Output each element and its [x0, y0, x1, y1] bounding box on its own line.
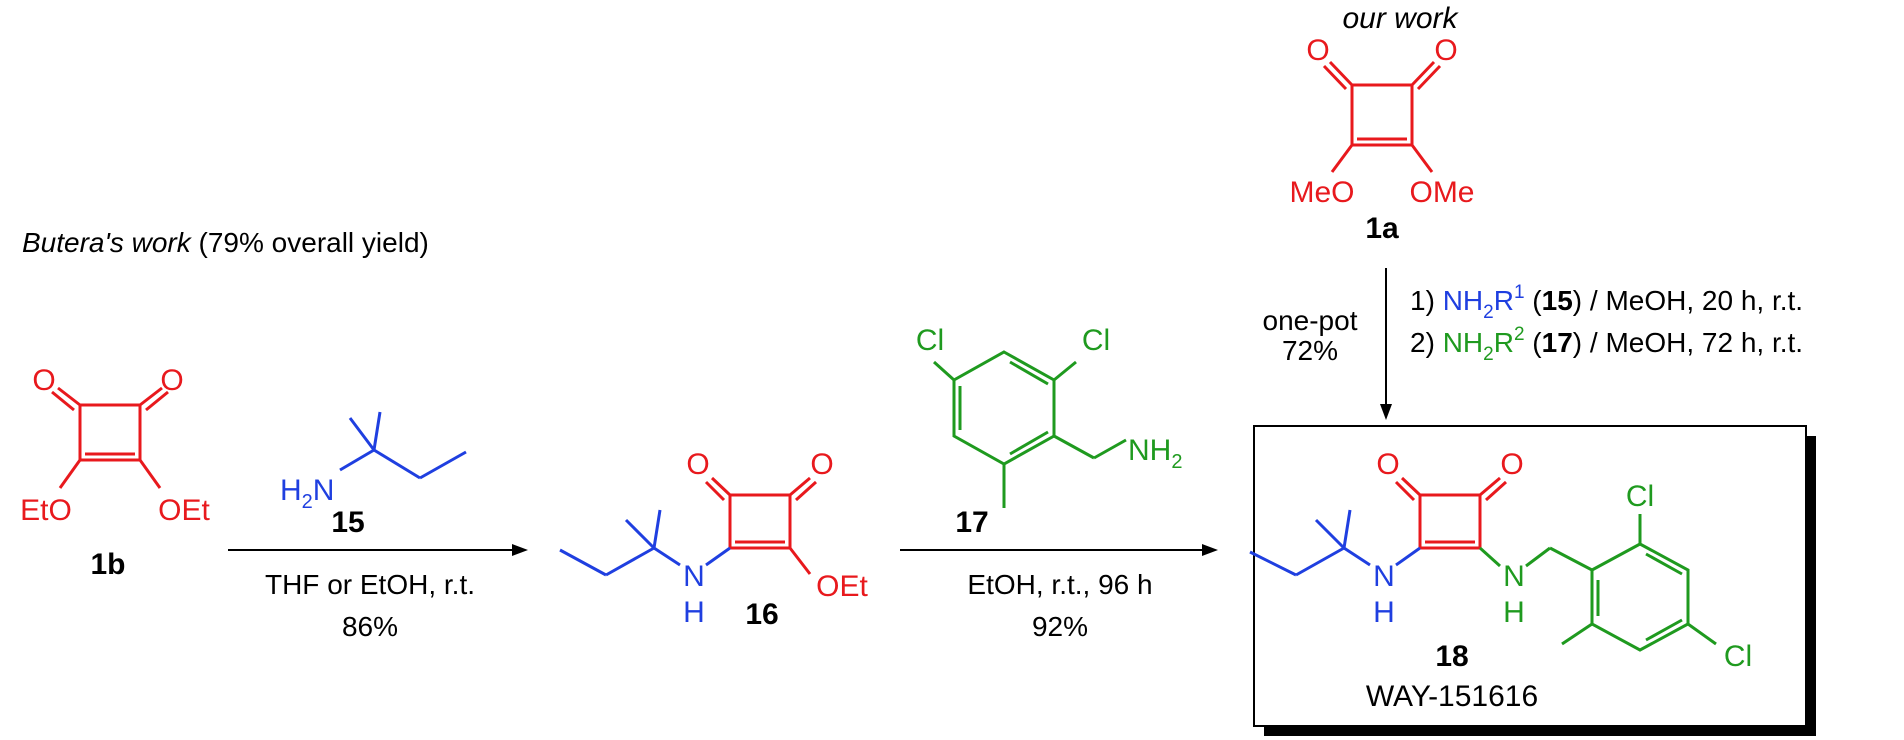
step-a-conditions: THF or EtOH, r.t. — [265, 569, 475, 600]
reaction-arrowhead-1 — [512, 544, 528, 556]
amine-17-structure — [932, 350, 1127, 508]
compound-1a-structure — [1322, 60, 1442, 173]
product-nh2-n: N — [1503, 560, 1525, 593]
amine-17-cl-right: Cl — [1082, 324, 1110, 357]
oxo-1b-left: O — [32, 364, 55, 397]
one-pot-yield: 72% — [1282, 335, 1338, 366]
step-a-yield: 86% — [342, 611, 398, 642]
product-nh1-n: N — [1373, 560, 1395, 593]
oet-label-16: OEt — [816, 570, 868, 603]
product-name: WAY-151616 — [1366, 680, 1538, 713]
reagent-label-15: 15 — [331, 506, 364, 539]
oet-label-1b: OEt — [158, 494, 210, 527]
compound-label-1a: 1a — [1365, 212, 1399, 245]
eto-label: EtO — [20, 494, 72, 527]
oxo-16-right: O — [810, 448, 833, 481]
compound-16-structure — [559, 476, 818, 577]
step1-conditions: 1) NH2R1 (15) / MeOH, 20 h, r.t. — [1410, 282, 1803, 323]
product-cl-top: Cl — [1626, 480, 1654, 513]
one-pot-text: one-pot — [1263, 305, 1358, 336]
reaction-arrowhead-2 — [1202, 544, 1218, 556]
nh-16-n: N — [683, 560, 705, 593]
step2-conditions: 2) NH2R2 (17) / MeOH, 72 h, r.t. — [1410, 324, 1803, 365]
product-nh2-h: H — [1503, 596, 1525, 629]
amine-15-nh2: H2N — [280, 474, 334, 513]
compound-label-1b: 1b — [90, 548, 125, 581]
butera-title: Butera's work (79% overall yield) — [22, 227, 429, 258]
nh-16-h: H — [683, 596, 705, 629]
meo-label: MeO — [1289, 176, 1354, 209]
oxo-18-right: O — [1500, 448, 1523, 481]
oxo-1b-right: O — [160, 364, 183, 397]
our-work-title: our work — [1342, 2, 1459, 35]
step-b-conditions: EtOH, r.t., 96 h — [967, 569, 1152, 600]
oxo-16-left: O — [686, 448, 709, 481]
amine-17-nh2: NH2 — [1128, 434, 1182, 473]
product-cl-bottom: Cl — [1724, 640, 1752, 673]
reagent-label-17: 17 — [955, 506, 988, 539]
oxo-1a-left: O — [1306, 34, 1329, 67]
compound-label-18: 18 — [1435, 640, 1468, 673]
ome-label: OMe — [1409, 176, 1474, 209]
oxo-1a-right: O — [1434, 34, 1457, 67]
compound-label-16: 16 — [745, 598, 778, 631]
amine-17-cl-left: Cl — [916, 324, 944, 357]
product-nh1-h: H — [1373, 596, 1395, 629]
compound-1b-structure — [51, 386, 169, 489]
oxo-18-left: O — [1376, 448, 1399, 481]
step-b-yield: 92% — [1032, 611, 1088, 642]
product-18-structure — [1249, 476, 1717, 652]
amine-15-structure — [339, 411, 467, 480]
one-pot-arrowhead — [1380, 404, 1392, 420]
product-box — [1253, 425, 1807, 727]
